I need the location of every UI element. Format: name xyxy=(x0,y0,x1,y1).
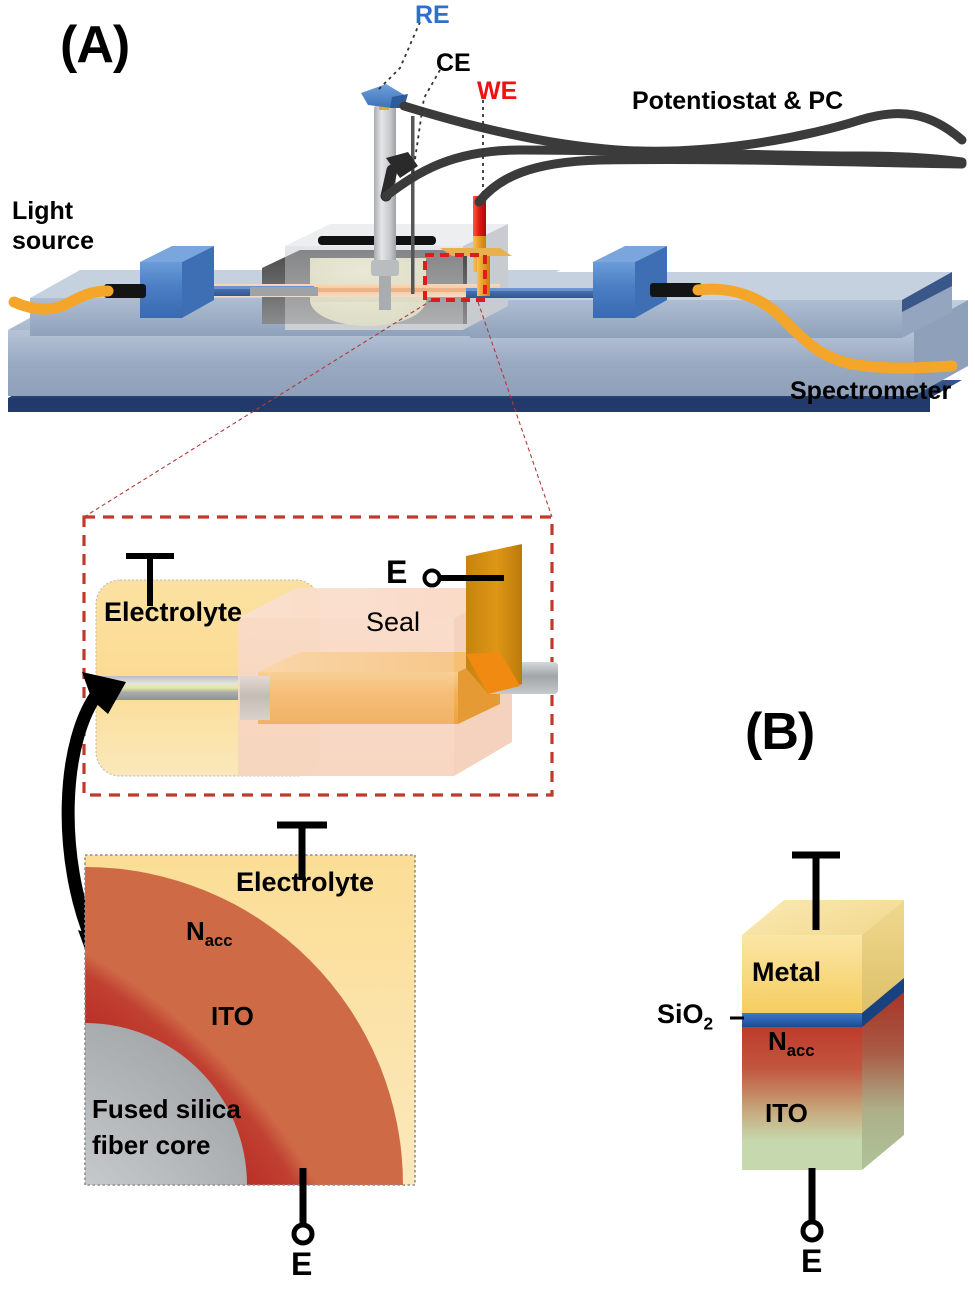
nacc-sub-b: acc xyxy=(786,1041,815,1061)
label-potentiostat-pc: Potentiostat & PC xyxy=(632,87,844,115)
sio2-side-face xyxy=(862,977,904,1027)
label-light-source-line2: source xyxy=(12,227,94,255)
e-terminal-b xyxy=(800,1168,824,1243)
label-metal: Metal xyxy=(752,957,822,987)
label-electrolyte-inset: Electrolyte xyxy=(104,597,243,627)
light-source-collimator xyxy=(8,246,214,318)
label-re: RE xyxy=(415,1,450,29)
e-terminal-inset xyxy=(422,568,504,588)
nacc-base-xs: N xyxy=(186,916,205,946)
sio2-sub: 2 xyxy=(703,1013,714,1034)
metal-side-face xyxy=(862,900,904,1013)
cross-section-frame xyxy=(84,854,416,1186)
label-we: WE xyxy=(477,77,518,105)
metal-terminal-b xyxy=(792,851,840,930)
panel-a-apparatus xyxy=(8,21,968,518)
label-e-terminal-b: E xyxy=(801,1243,823,1279)
label-nacc-xs: Nacc xyxy=(186,916,233,951)
ito-side-face xyxy=(862,990,904,1170)
zoom-region-box xyxy=(423,253,487,302)
label-light-source-line1: Light xyxy=(12,197,74,225)
electrode-leader-lines xyxy=(377,21,484,196)
zoom-leader-lines xyxy=(83,299,553,518)
inset-frame xyxy=(82,515,554,797)
label-sio2: SiO2 xyxy=(657,1000,713,1033)
inset-seal-diagram xyxy=(82,515,558,797)
sio2-front-face xyxy=(742,1012,862,1027)
label-ito-b: ITO xyxy=(765,1098,808,1128)
panel-tag-a: (A) xyxy=(60,16,130,74)
label-seal: Seal xyxy=(366,607,421,637)
label-ito-xs: ITO xyxy=(211,1001,254,1031)
label-e-terminal-inset: E xyxy=(386,554,408,590)
panel-b-stack xyxy=(730,851,904,1243)
nacc-sub-xs: acc xyxy=(204,931,233,951)
metal-top-face xyxy=(742,900,904,935)
e-terminal-xs xyxy=(291,1168,315,1246)
label-electrolyte-xs: Electrolyte xyxy=(236,867,375,897)
label-e-terminal-xs: E xyxy=(291,1246,313,1282)
label-spectrometer: Spectrometer xyxy=(790,377,952,405)
label-core-line1: Fused silica xyxy=(92,1094,241,1124)
ito-front-face xyxy=(742,1025,862,1170)
electrolyte-terminal-xs xyxy=(277,821,327,880)
electrolyte-terminal-inset xyxy=(126,553,174,606)
label-nacc-b: Nacc xyxy=(768,1026,815,1061)
nacc-base-b: N xyxy=(768,1026,787,1056)
label-core-line2: fiber core xyxy=(92,1130,211,1160)
label-ce: CE xyxy=(436,49,471,77)
spectrometer-collimator xyxy=(593,246,958,374)
metal-front-face xyxy=(742,935,862,1013)
fiber-cross-section xyxy=(84,821,416,1246)
potentiostat-cables xyxy=(381,101,967,207)
panel-tag-b: (B) xyxy=(745,703,815,761)
sio2-base: SiO xyxy=(657,999,704,1029)
